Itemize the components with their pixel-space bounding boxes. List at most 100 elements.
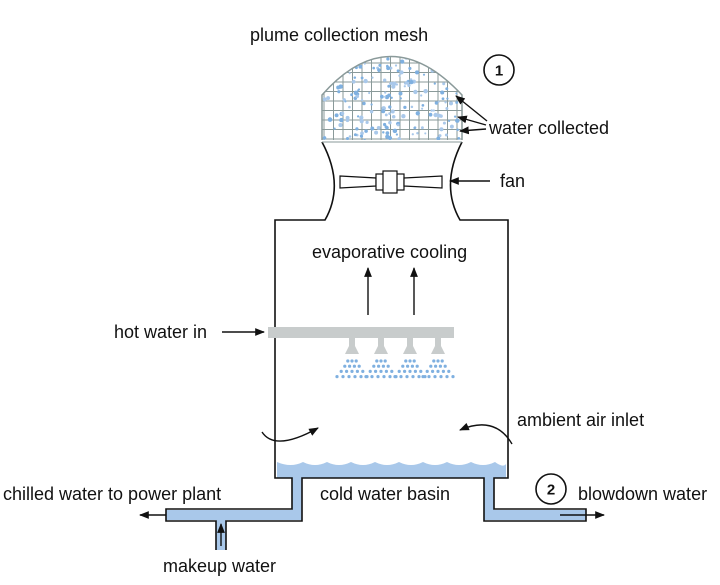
droplet: [364, 129, 368, 133]
spray-droplet: [350, 359, 354, 363]
droplet: [438, 134, 442, 138]
spray-droplet: [343, 364, 347, 368]
droplet: [370, 126, 375, 131]
spray-droplet: [447, 369, 451, 373]
droplet: [345, 137, 350, 140]
droplet: [433, 82, 436, 85]
droplet: [355, 127, 359, 131]
label-water-collected: water collected: [488, 118, 609, 138]
spray-droplet: [339, 369, 343, 373]
spray-droplet: [427, 375, 431, 379]
droplet: [414, 70, 420, 75]
spray-nozzle-icon: [378, 338, 384, 346]
droplet: [413, 50, 416, 53]
numbered-circle-icon: 2: [535, 473, 567, 505]
label-evaporative-cooling: evaporative cooling: [312, 242, 467, 262]
marker-circle-1: [483, 54, 515, 86]
spray-droplet: [345, 369, 349, 373]
droplet: [408, 52, 410, 54]
droplet: [387, 93, 391, 98]
droplet: [356, 115, 360, 118]
droplet: [445, 87, 449, 91]
spray-droplet: [379, 369, 383, 373]
droplet: [383, 78, 387, 82]
spray-droplet: [405, 375, 409, 379]
droplet: [386, 57, 390, 61]
droplet: [386, 64, 389, 68]
spray-droplet: [408, 369, 412, 373]
droplet: [324, 71, 329, 76]
spray-droplet: [434, 364, 438, 368]
spray-droplet: [388, 375, 392, 379]
droplet: [331, 76, 335, 80]
droplet: [332, 64, 335, 67]
droplet: [396, 69, 400, 73]
numbered-circle-icon: 1: [483, 54, 515, 86]
droplet: [399, 45, 402, 48]
spray-droplet: [364, 375, 368, 379]
droplet: [363, 56, 366, 58]
droplet: [397, 137, 402, 140]
droplet: [363, 78, 368, 84]
spray-droplet: [352, 364, 356, 368]
spray-droplet: [429, 364, 433, 368]
spray-nozzle-icon: [349, 338, 355, 346]
droplet: [383, 122, 387, 127]
droplet: [380, 56, 384, 57]
spray-droplet: [401, 364, 405, 368]
droplet: [449, 124, 454, 129]
label-hot-water-in: hot water in: [114, 322, 207, 342]
droplet: [329, 76, 333, 80]
droplet: [394, 64, 398, 67]
droplet: [334, 56, 337, 59]
droplet: [421, 107, 424, 110]
label-plume-collection-mesh: plume collection mesh: [250, 25, 428, 45]
spray-droplet: [357, 364, 361, 368]
droplet: [378, 63, 382, 67]
droplet: [396, 123, 400, 127]
droplet: [353, 76, 357, 79]
droplet: [395, 133, 399, 136]
droplet: [410, 105, 414, 109]
droplet: [392, 81, 397, 86]
droplet: [327, 117, 333, 122]
droplet: [359, 134, 364, 138]
droplet: [431, 56, 435, 59]
spray-droplet: [439, 375, 443, 379]
droplet: [384, 125, 388, 129]
droplet: [407, 79, 410, 83]
droplet: [387, 84, 391, 88]
droplet: [433, 112, 438, 118]
marker-2-label: 2: [547, 482, 555, 499]
droplet: [455, 92, 458, 95]
spray-droplet: [376, 375, 380, 379]
droplet: [326, 96, 331, 101]
droplet: [341, 66, 345, 71]
droplet: [372, 66, 376, 70]
chilled-pipe-water: [166, 510, 302, 520]
label-ambient-air-inlet: ambient air inlet: [517, 410, 644, 430]
droplet: [391, 115, 396, 119]
droplet: [457, 59, 460, 63]
droplet: [398, 91, 403, 96]
droplet: [448, 101, 454, 106]
spray-droplet: [432, 359, 436, 363]
droplet: [384, 113, 388, 117]
spray-droplet: [419, 369, 423, 373]
droplet: [355, 94, 360, 99]
fan-motor: [382, 170, 398, 194]
droplet: [455, 118, 460, 123]
droplet: [343, 58, 346, 62]
droplet: [458, 82, 462, 88]
droplet: [424, 132, 427, 135]
axial-fan-icon: [339, 170, 443, 194]
droplet: [454, 43, 457, 46]
spray-droplet: [375, 359, 379, 363]
spray-droplet: [368, 369, 372, 373]
droplet: [422, 73, 426, 76]
droplet: [442, 121, 446, 125]
droplet: [357, 89, 360, 92]
droplet: [341, 63, 345, 68]
spray-droplet: [346, 359, 350, 363]
